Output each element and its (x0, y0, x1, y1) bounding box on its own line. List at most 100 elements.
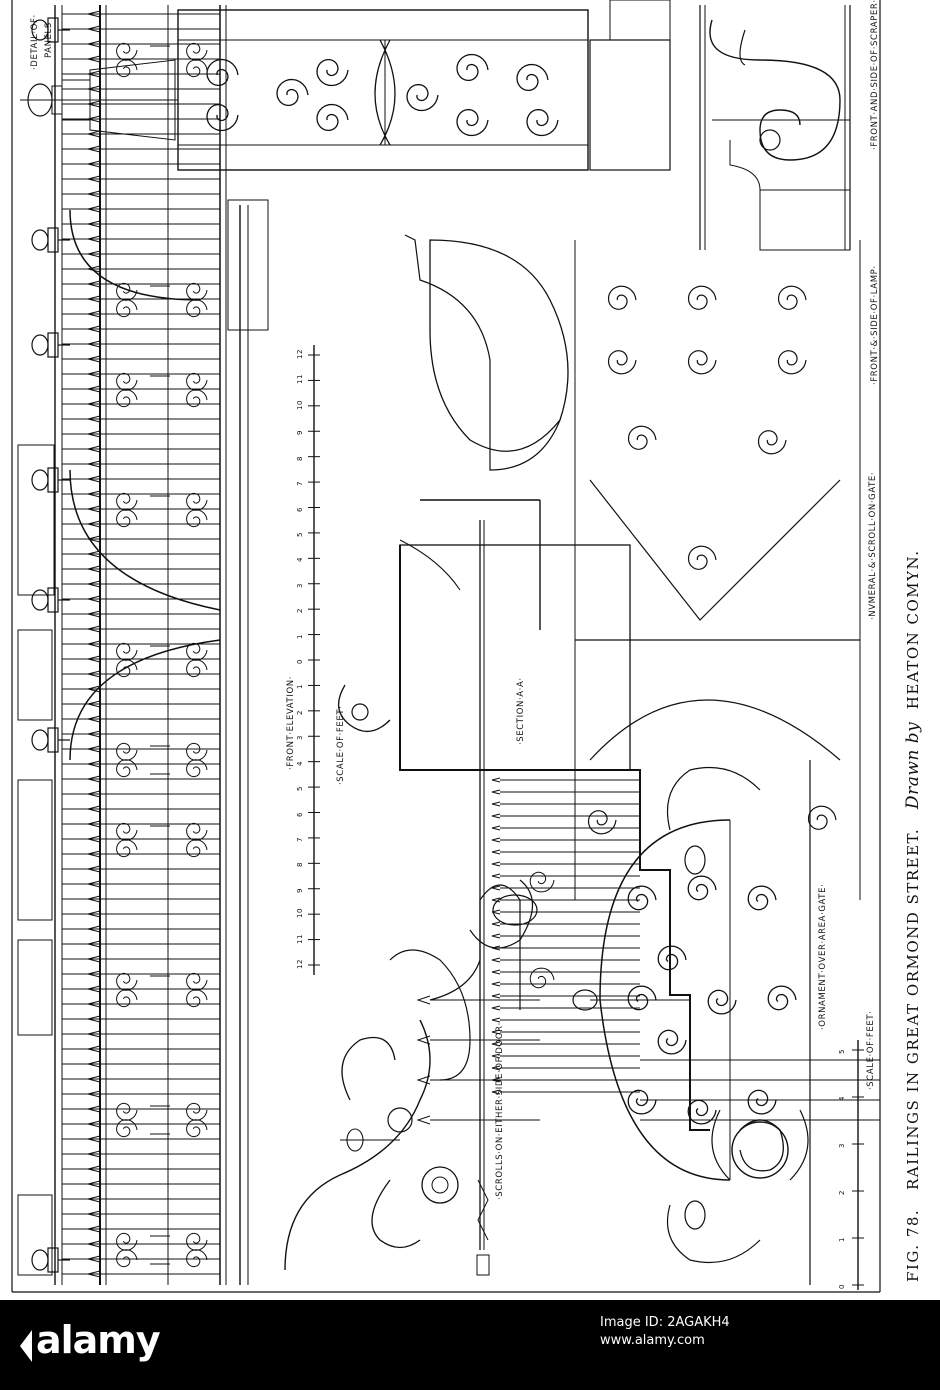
spike-head (87, 820, 101, 828)
scale-tick-label: 5 (296, 531, 304, 537)
section-spike (491, 801, 501, 807)
section-spike (491, 981, 501, 987)
scale-tick-label: 11 (296, 933, 304, 944)
panel-detail-scroll (456, 108, 489, 137)
panel-scroll (186, 1249, 208, 1268)
panel-scroll (116, 1119, 138, 1138)
ornament-over-area-gate-drawing (572, 760, 811, 1285)
spike-head (87, 385, 101, 393)
scraper-drawing (699, 5, 851, 251)
scale2-tick-label: 2 (838, 1189, 846, 1195)
panel-detail-scroll (316, 103, 349, 132)
spike-head (87, 55, 101, 63)
panel-scroll (116, 492, 138, 511)
spike-head (87, 1105, 101, 1113)
scale-tick-label: 3 (296, 735, 304, 741)
spike-head (87, 460, 101, 468)
spike-head (87, 1240, 101, 1248)
spike-head (87, 160, 101, 168)
spike-head (87, 520, 101, 528)
plate-caption: FIG. 78. RAILINGS IN GREAT ORMOND STREET… (903, 550, 923, 1283)
section-scroll (529, 871, 555, 893)
label-front-side-lamp: ·FRONT·&·SIDE·OF·LAMP· (870, 265, 880, 385)
section-spike (491, 837, 501, 843)
scale-tick-label: 4 (296, 760, 304, 766)
panel-detail-scroll (406, 83, 439, 112)
spike-head (87, 100, 101, 108)
panel-detail-scroll (316, 58, 349, 87)
scale-tick-label: 10 (296, 399, 304, 410)
spike-head (87, 865, 101, 873)
spike-head (87, 745, 101, 753)
spike-head (87, 70, 101, 78)
post-cap (47, 727, 59, 753)
numeral-scroll-on-gate-drawing (640, 1059, 880, 1181)
spike-head (87, 205, 101, 213)
label-scale-of-feet-2: ·SCALE·OF·FEET· (866, 1010, 876, 1090)
spike-head (87, 280, 101, 288)
spike-head (87, 655, 101, 663)
lamp-scroll (757, 430, 787, 455)
section-scroll (529, 967, 555, 989)
alamy-logo (20, 1330, 32, 1362)
panel-scroll (186, 1232, 208, 1251)
scale-tick-label: 9 (296, 430, 304, 436)
post-cap (47, 1247, 59, 1273)
panel-detail-curve (374, 39, 391, 146)
ornament-scroll (747, 1089, 777, 1115)
spike-head (87, 1255, 101, 1263)
site-url: www.alamy.com (600, 1333, 705, 1348)
section-spike (491, 873, 501, 879)
spike-head (87, 535, 101, 543)
spike-head (87, 175, 101, 183)
spike-head (87, 835, 101, 843)
panel-scroll (116, 1232, 138, 1251)
drawing-plate: ·DETAIL·OF· PANELS· ·FRONT·AND·SIDE·OF·S… (11, 0, 923, 1293)
scale-of-feet-bar (308, 345, 320, 975)
section-spike (491, 909, 501, 915)
spike-head (87, 610, 101, 618)
spike-head (87, 700, 101, 708)
scale-tick-label: 7 (296, 481, 304, 487)
scale-tick-label: 10 (296, 908, 304, 919)
scale-tick-label: 11 (296, 374, 304, 385)
spike-head (87, 775, 101, 783)
spike-head (87, 265, 101, 273)
spike-head (87, 295, 101, 303)
panel-scroll (116, 372, 138, 391)
spike-head (87, 565, 101, 573)
section-spike (491, 861, 501, 867)
spike-head (87, 325, 101, 333)
scale-tick-label: 6 (296, 811, 304, 817)
label-front-elevation: ·FRONT·ELEVATION· (286, 676, 296, 770)
spike-head (87, 880, 101, 888)
panel-scroll (186, 42, 208, 61)
door-spike-head (416, 1115, 431, 1125)
ornament-scroll (687, 1099, 717, 1125)
panel-detail-scroll (516, 63, 549, 92)
spike-head (87, 40, 101, 48)
caption-author: HEATON COMYN. (904, 549, 922, 710)
panel-scroll (186, 972, 208, 991)
scrolls-on-either-side-of-door-drawing (284, 884, 540, 1271)
scale-tick-label: 1 (296, 633, 304, 639)
post-finial (31, 334, 49, 356)
post-cap (47, 332, 59, 358)
panel-scroll (186, 659, 208, 678)
section-spike (491, 777, 501, 783)
panel-scroll (116, 759, 138, 778)
scale-tick-label: 4 (296, 557, 304, 563)
ornament-scroll (627, 1089, 657, 1115)
panel-scroll (116, 389, 138, 408)
section-spike (491, 957, 501, 963)
section-spike (491, 969, 501, 975)
spike-head (87, 1270, 101, 1278)
spike-head (87, 970, 101, 978)
section-spike (491, 993, 501, 999)
spike-head (87, 595, 101, 603)
spike-head (87, 415, 101, 423)
panel-scroll (116, 822, 138, 841)
door-spike-head (416, 1035, 431, 1045)
section-spike (491, 825, 501, 831)
panel-scroll (116, 1102, 138, 1121)
